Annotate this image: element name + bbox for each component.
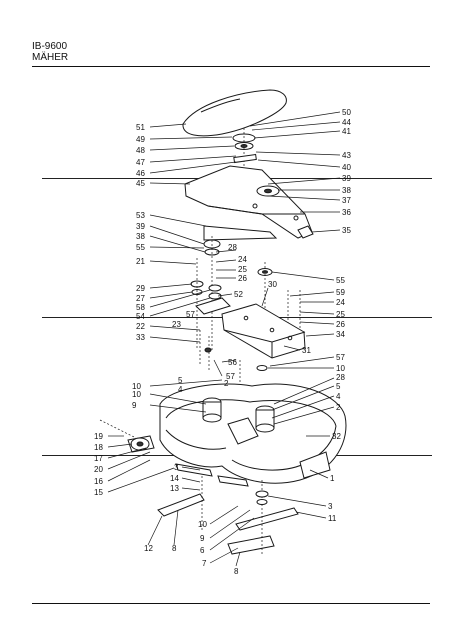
callout-label: 36 xyxy=(342,208,351,217)
callout-label: 47 xyxy=(136,158,145,167)
callout-label: 2 xyxy=(336,403,341,412)
callout-label: 5 xyxy=(336,382,341,391)
leader-lines xyxy=(107,123,255,567)
callout-label: 34 xyxy=(336,330,345,339)
callout-label: 18 xyxy=(94,443,103,452)
callout-label: 31 xyxy=(302,346,311,355)
model-number: IB-9600 xyxy=(32,41,68,52)
drive-belt xyxy=(203,225,278,241)
callout-label: 1 xyxy=(330,474,335,483)
callout-label: 25 xyxy=(336,310,345,319)
callout-label: 57 xyxy=(186,310,195,319)
callout-label: 56 xyxy=(228,358,237,367)
callout-label: 23 xyxy=(172,320,181,329)
belt-cover-plate xyxy=(184,165,314,239)
callout-label: 10 xyxy=(336,364,345,373)
callout-label: 28 xyxy=(336,373,345,382)
callout-label: 51 xyxy=(136,123,145,132)
callout-label: 55 xyxy=(136,243,145,252)
upper-pulley-stack xyxy=(232,128,257,210)
callout-label: 6 xyxy=(200,546,205,555)
mower-deck xyxy=(159,383,347,487)
callout-label: 16 xyxy=(94,477,103,486)
callout-label: 38 xyxy=(136,232,145,241)
callout-label: 11 xyxy=(328,514,337,523)
callout-label: 27 xyxy=(136,294,145,303)
callout-label: 53 xyxy=(136,211,145,220)
callout-label: 8 xyxy=(234,567,239,576)
callout-label: 30 xyxy=(268,280,277,289)
callout-label: 28 xyxy=(228,243,237,252)
callout-label: 9 xyxy=(132,401,137,410)
callout-label: 41 xyxy=(342,127,351,136)
callout-label: 25 xyxy=(238,265,247,274)
bolts xyxy=(199,330,268,402)
mounting-bracket xyxy=(195,297,306,359)
callout-label: 49 xyxy=(136,135,145,144)
callout-label: 17 xyxy=(94,454,103,463)
cutting-blades xyxy=(157,476,299,555)
mower-cover xyxy=(182,89,287,137)
callout-label: 55 xyxy=(336,276,345,285)
callout-label: 43 xyxy=(342,151,351,160)
callout-label: 39 xyxy=(342,174,351,183)
callout-label: 5 xyxy=(178,376,183,385)
callout-label: 26 xyxy=(336,320,345,329)
callout-label: 4 xyxy=(336,392,341,401)
callout-label: 57 xyxy=(336,353,345,362)
callout-label: 39 xyxy=(136,222,145,231)
callout-label: 57 xyxy=(226,372,235,381)
callout-label: 22 xyxy=(136,322,145,331)
callout-label: 26 xyxy=(238,274,247,283)
callout-label: 33 xyxy=(136,333,145,342)
callout-label: 45 xyxy=(136,179,145,188)
callout-label: 52 xyxy=(234,290,243,299)
callout-label: 13 xyxy=(170,484,179,493)
leader-lines-right xyxy=(213,111,341,519)
callout-label: 24 xyxy=(336,298,345,307)
callout-label: 44 xyxy=(342,118,351,127)
callout-label: 10 xyxy=(132,390,141,399)
header-divider xyxy=(32,66,430,67)
callout-label: 50 xyxy=(342,108,351,117)
callout-label: 10 xyxy=(198,520,207,529)
callout-label: 48 xyxy=(136,146,145,155)
callout-label: 29 xyxy=(136,284,145,293)
callout-label: 38 xyxy=(342,186,351,195)
callout-label: 19 xyxy=(94,432,103,441)
page-header: IB-9600 MÄHER xyxy=(32,41,68,63)
callout-label: 37 xyxy=(342,196,351,205)
callout-label: 14 xyxy=(170,474,179,483)
callout-label: 8 xyxy=(172,544,177,553)
callout-label: 20 xyxy=(94,465,103,474)
footer-divider xyxy=(32,603,430,604)
height-wheel xyxy=(99,419,155,453)
callout-label: 15 xyxy=(94,488,103,497)
callout-label: 40 xyxy=(342,163,351,172)
callout-label: 2 xyxy=(224,379,229,388)
callout-label: 12 xyxy=(144,544,153,553)
callout-label: 4 xyxy=(178,385,183,394)
callout-label: 32 xyxy=(332,432,341,441)
callout-label: 35 xyxy=(342,226,351,235)
callout-label: 9 xyxy=(200,534,205,543)
callout-labels: 51 49 48 47 46 45 50 44 41 43 40 39 38 3… xyxy=(94,108,351,576)
callout-label: 3 xyxy=(174,463,179,472)
callout-label: 58 xyxy=(136,303,145,312)
callout-label: 54 xyxy=(136,312,145,321)
callout-label: 59 xyxy=(336,288,345,297)
callout-label: 24 xyxy=(238,255,247,264)
callout-label: 7 xyxy=(202,559,207,568)
section-title: MÄHER xyxy=(32,52,69,63)
callout-label: 3 xyxy=(328,502,333,511)
callout-label: 21 xyxy=(136,257,145,266)
left-spindle-stack xyxy=(190,236,222,350)
callout-label: 10 xyxy=(132,382,141,391)
callout-label: 46 xyxy=(136,169,145,178)
